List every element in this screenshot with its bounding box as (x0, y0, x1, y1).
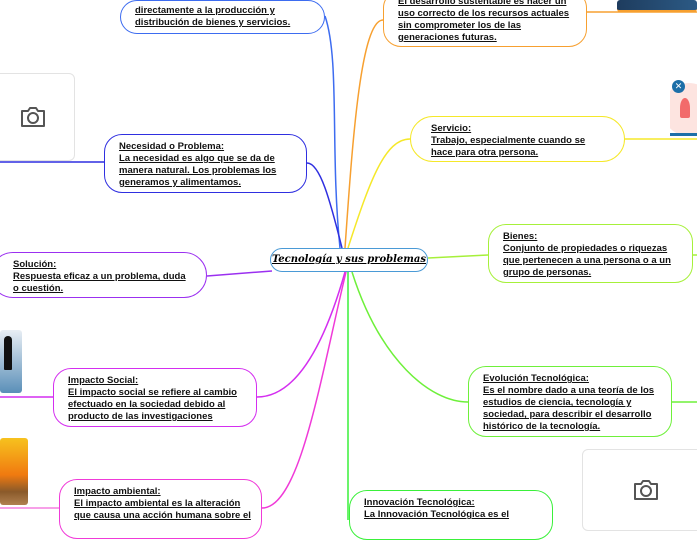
image-placeholder[interactable] (582, 449, 697, 531)
node-text: grupo de personas. (503, 267, 592, 278)
node-bienes[interactable]: Bienes: Conjunto de propiedades o riquez… (488, 224, 693, 283)
social-impact-image (0, 330, 22, 393)
node-sustentable[interactable]: El desarrollo sustentable es hacer un us… (383, 0, 587, 47)
node-text: Respuesta eficaz a un problema, duda (13, 271, 186, 282)
node-title: Servicio: (431, 123, 472, 134)
link-top-blue (324, 15, 341, 249)
link-solucion (206, 270, 273, 277)
person-image (617, 0, 697, 12)
service-illustration-icon: ✕ (670, 70, 697, 136)
camera-icon (633, 480, 658, 500)
node-text: Trabajo, especialmente cuando se (431, 135, 586, 146)
node-text: Conjunto de propiedades o riquezas (503, 243, 668, 254)
camera-icon (20, 107, 45, 127)
node-title: Solución: (13, 259, 57, 270)
node-text: El impacto social se refiere al cambio (68, 387, 237, 398)
node-evolucion[interactable]: Evolución Tecnológica: Es el nombre dado… (468, 366, 672, 437)
node-text: generaciones futuras. (398, 32, 497, 43)
node-top-blue[interactable]: directamente a la producción y distribuc… (120, 0, 325, 34)
node-text: producto de las investigaciones (68, 411, 213, 422)
node-text: uso correcto de los recursos actuales (398, 8, 570, 19)
node-text: El desarrollo sustentable es hacer un (398, 0, 567, 7)
node-text: que pertenecen a una persona o a un (503, 255, 671, 266)
node-text: distribución de bienes y servicios. (135, 17, 291, 28)
node-title: Necesidad o Problema: (119, 141, 225, 152)
node-necesidad[interactable]: Necesidad o Problema: La necesidad es al… (104, 134, 307, 193)
node-title: Impacto ambiental: (74, 486, 161, 497)
image-placeholder[interactable] (0, 73, 75, 161)
link-servicio (347, 138, 411, 249)
node-text: La necesidad es algo que se da de (119, 153, 275, 164)
node-impacto-social[interactable]: Impacto Social: El impacto social se ref… (53, 368, 257, 427)
node-text: Es el nombre dado a una teoría de los (483, 385, 655, 396)
node-text: histórico de la tecnología. (483, 421, 601, 432)
node-text: o cuestión. (13, 283, 64, 294)
environment-image (0, 438, 28, 505)
node-text: manera natural. Los problemas los (119, 165, 277, 176)
node-text: estudios de ciencia, tecnología y (483, 397, 632, 408)
node-impacto-ambiental[interactable]: Impacto ambiental: El impacto ambiental … (59, 479, 262, 539)
central-topic[interactable]: Tecnología y sus problemas (270, 248, 428, 272)
link-sustentable (344, 19, 384, 249)
link-impacto-ambiental (261, 271, 347, 509)
node-title: Impacto Social: (68, 375, 139, 386)
node-text: hace para otra persona. (431, 147, 539, 158)
node-title: Evolución Tecnológica: (483, 373, 589, 384)
link-evolucion (351, 271, 469, 403)
node-title: Innovación Tecnológica: (364, 497, 475, 508)
node-servicio[interactable]: Servicio: Trabajo, especialmente cuando … (410, 116, 625, 162)
node-text: La Innovación Tecnológica es el (364, 509, 510, 520)
node-text: sin comprometer los de las (398, 20, 522, 31)
node-innovacion[interactable]: Innovación Tecnológica: La Innovación Te… (349, 490, 553, 540)
node-text: El impacto ambiental es la alteración (74, 498, 241, 509)
link-impacto-social (256, 271, 346, 398)
node-text: directamente a la producción y (135, 5, 275, 16)
connector-lines (0, 11, 697, 520)
node-text: efectuado en la sociedad debido al (68, 399, 226, 410)
node-text: generamos y alimentamos. (119, 177, 241, 188)
node-text: sociedad, para describir el desarrollo (483, 409, 652, 420)
node-title: Bienes: (503, 231, 538, 242)
link-necesidad (306, 162, 343, 249)
link-bienes (427, 254, 489, 259)
node-text: que causa una acción humana sobre el (74, 510, 251, 521)
node-solucion[interactable]: Solución: Respuesta eficaz a un problema… (0, 252, 207, 298)
